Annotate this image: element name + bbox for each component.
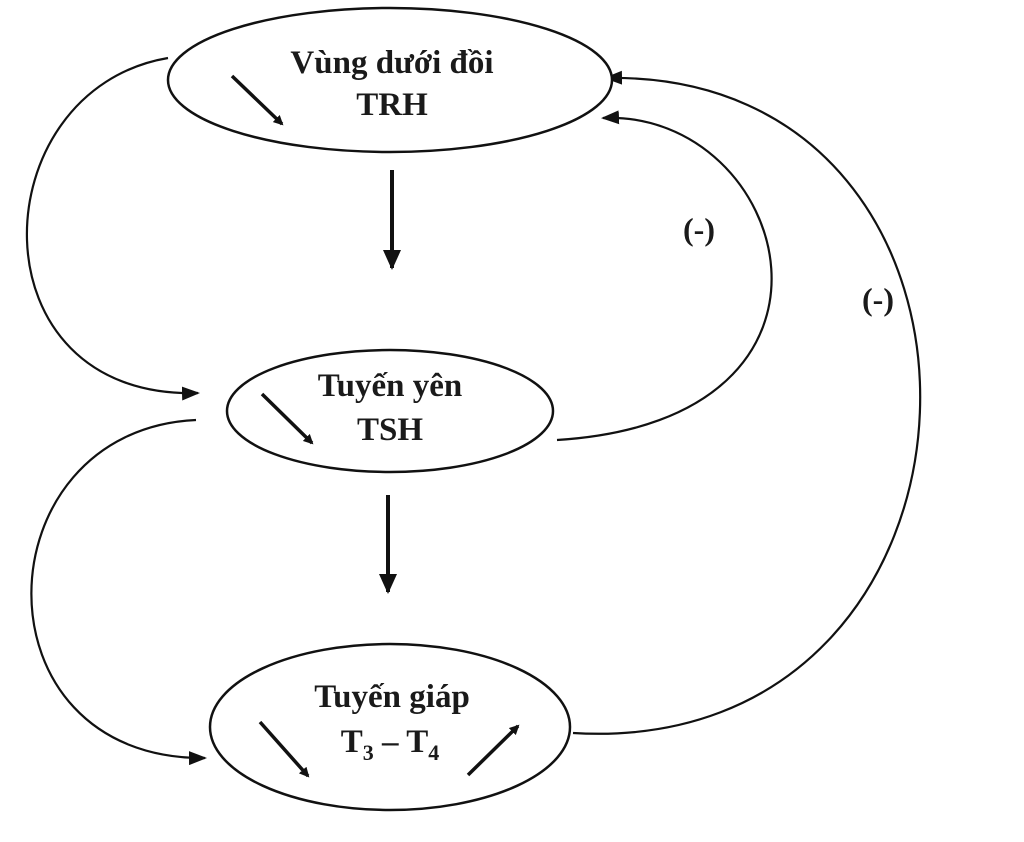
outer-feedback-label: (-) — [862, 281, 894, 317]
hormone-t: T — [341, 724, 363, 760]
hormone-sub-3: 3 — [363, 740, 374, 765]
hormone-dash: – — [374, 724, 406, 760]
increase-arrow-icon — [466, 724, 520, 777]
thyroid-label: Tuyến giáp — [314, 679, 470, 715]
curve-pituitary-to-thyroid — [30, 418, 207, 766]
pituitary-hormone: TSH — [357, 412, 423, 448]
hypothalamus-label: Vùng dưới đồi — [290, 45, 493, 81]
decrease-arrow-icon — [230, 74, 284, 126]
hormone-t: T — [406, 724, 428, 760]
feedback-thyroid-to-hypothalamus — [572, 70, 922, 735]
feedback-pituitary-to-hypothalamus — [556, 110, 773, 442]
hormone-sub-4: 4 — [428, 740, 439, 765]
decrease-arrow-icon — [260, 392, 314, 445]
hypothalamus-hormone: TRH — [356, 87, 428, 123]
curve-hypothalamus-to-pituitary — [25, 56, 200, 401]
inner-feedback-label: (-) — [683, 211, 715, 247]
thyroid-hormones: T3 – T4 — [341, 724, 439, 765]
decrease-arrow-icon — [258, 720, 310, 778]
pituitary-label: Tuyến yên — [318, 368, 463, 404]
